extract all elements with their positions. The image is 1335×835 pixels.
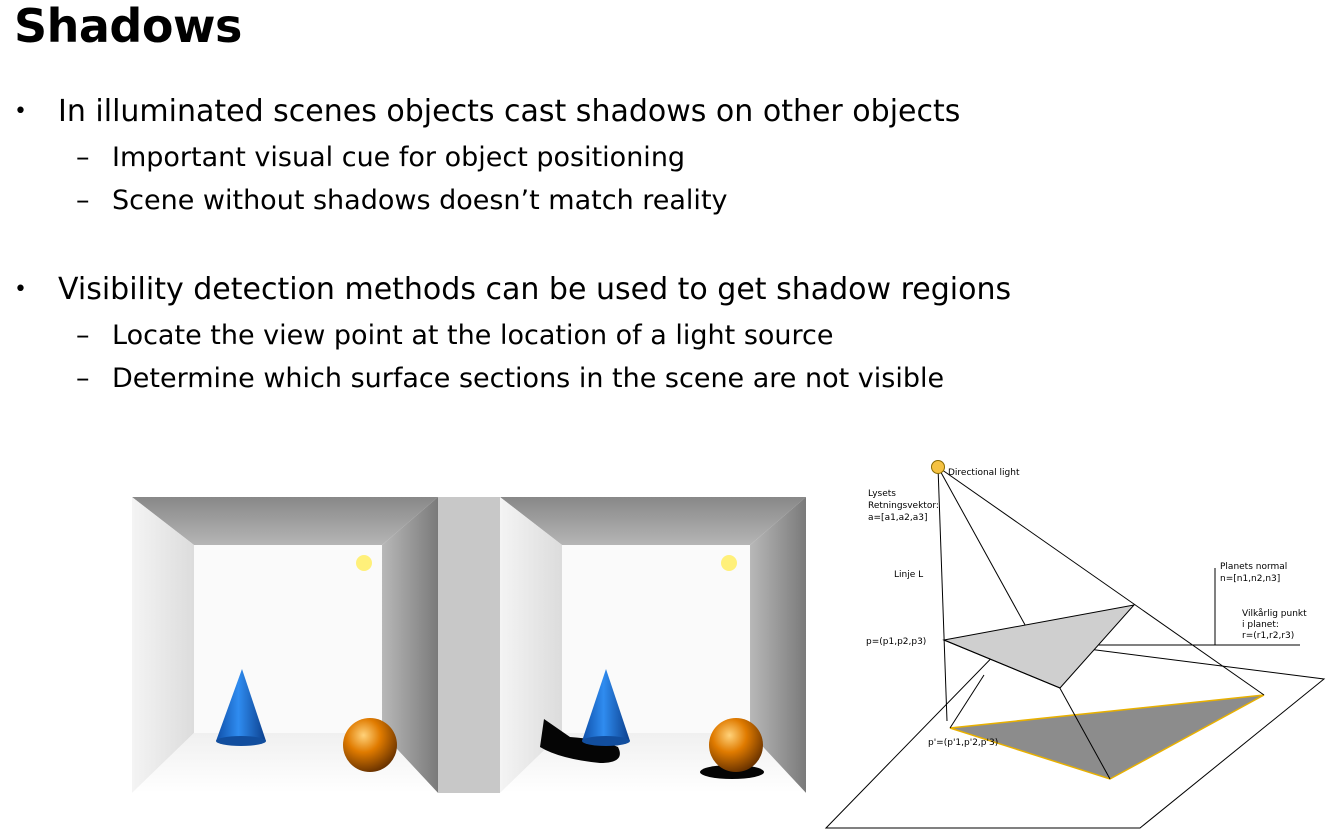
light-source-icon (356, 555, 372, 571)
light-source-icon (721, 555, 737, 571)
directional-light-icon (931, 460, 945, 474)
cone (216, 669, 266, 746)
sub-bullet-1-2-text: Scene without shadows doesn’t match real… (112, 185, 728, 216)
normal-label-1: Planets normal (1220, 562, 1287, 572)
line-l (937, 466, 948, 722)
point-label-2: i planet: (1242, 620, 1279, 630)
normal-label-2: n=[n1,n2,n3] (1220, 574, 1280, 584)
point-label-3: r=(r1,r2,r3) (1242, 631, 1294, 641)
direction-label-2: Retningsvektor: (868, 501, 939, 511)
sub-bullet-1-1-text: Important visual cue for object position… (112, 142, 686, 173)
p-label: p=(p1,p2,p3) (866, 637, 926, 647)
scenes-figure (132, 497, 806, 793)
direction-label-3: a=[a1,a2,a3] (868, 513, 928, 523)
p-prime-label: p'=(p'1,p'2,p'3) (928, 738, 998, 748)
cone-shadow (540, 719, 620, 763)
sphere (343, 718, 397, 772)
slide-title: Shadows (14, 0, 242, 53)
bullet-dot: • (14, 99, 27, 124)
point-label-1: Vilkårlig punkt (1242, 608, 1307, 619)
sub-bullet-2-1-text: Locate the view point at the location of… (112, 320, 834, 351)
dash-marker: – (76, 185, 90, 216)
sub-bullet-2-2-text: Determine which surface sections in the … (112, 363, 945, 394)
dash-marker: – (76, 320, 90, 351)
bullet-2-text: Visibility detection methods can be used… (58, 272, 1012, 307)
bullet-dot: • (14, 277, 27, 302)
scene-no-shadows (132, 497, 438, 793)
dash-marker: – (76, 142, 90, 173)
sphere (709, 718, 763, 772)
direction-label-1: Lysets (868, 489, 896, 499)
bullet-1-text: In illuminated scenes objects cast shado… (58, 94, 961, 129)
projection-diagram: Directional light Lysets Retningsvektor:… (824, 460, 1326, 829)
shadow-triangle (949, 694, 1265, 780)
dash-marker: – (76, 363, 90, 394)
scene-with-shadows (500, 497, 806, 793)
line-l-label: Linje L (894, 570, 923, 580)
cone (582, 669, 630, 746)
directional-light-label: Directional light (948, 468, 1020, 478)
